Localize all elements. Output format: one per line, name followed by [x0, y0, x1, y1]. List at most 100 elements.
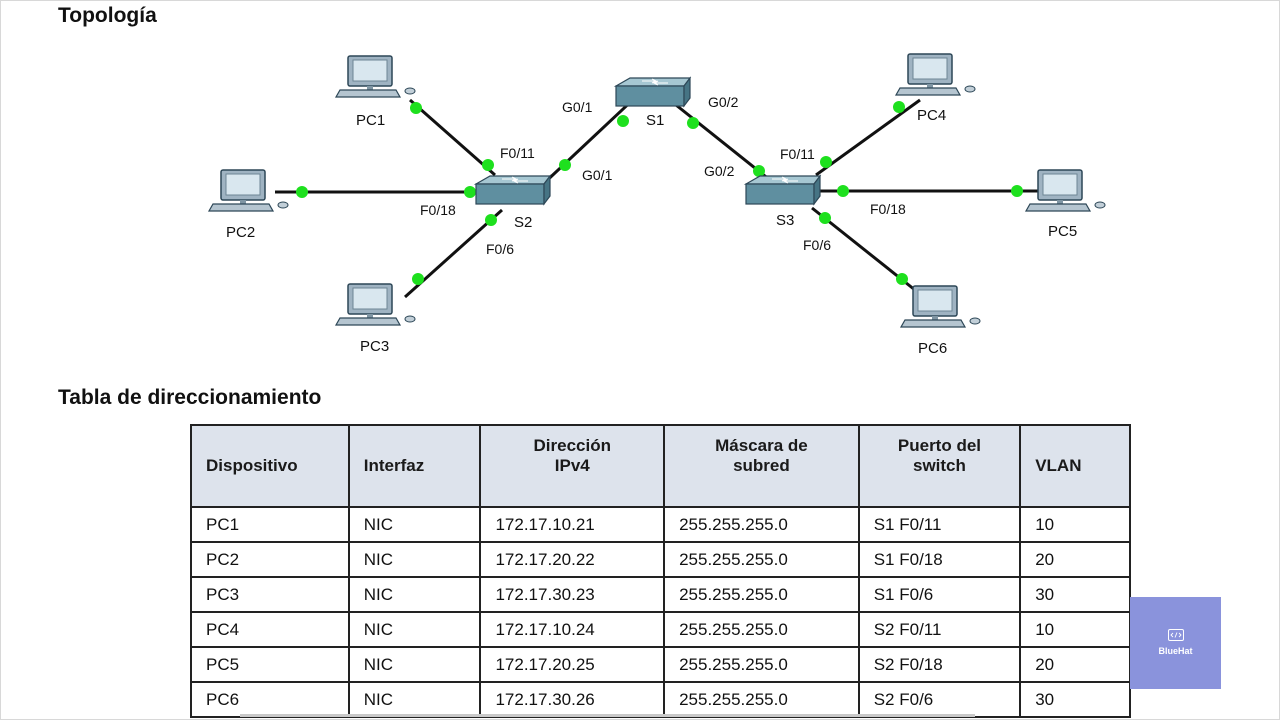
cell-ipv4: 172.17.20.22 — [479, 541, 666, 578]
link-pc1-s2 — [409, 98, 496, 177]
cell-vlan: 10 — [1019, 506, 1131, 543]
link-status-dots — [296, 101, 1023, 285]
status-dot — [617, 115, 629, 127]
cell-ipv4: 172.17.10.24 — [479, 611, 666, 648]
cell-mask: 255.255.255.0 — [663, 506, 860, 543]
cell-mask: 255.255.255.0 — [663, 611, 860, 648]
cell-interface: NIC — [347, 681, 482, 718]
status-dot — [1011, 185, 1023, 197]
status-dot — [482, 159, 494, 171]
label-pc6: PC6 — [918, 340, 947, 357]
status-dot — [485, 214, 497, 226]
port-label-s3-f018: F0/18 — [870, 201, 906, 217]
label-pc4: PC4 — [917, 107, 946, 124]
port-label-s2-f06: F0/6 — [486, 241, 514, 257]
cell-mask: 255.255.255.0 — [663, 681, 860, 718]
pc5-icon[interactable] — [1025, 169, 1106, 212]
footer-divider — [240, 714, 975, 717]
cell-vlan: 30 — [1019, 681, 1131, 718]
cell-interface: NIC — [347, 576, 482, 613]
status-dot — [753, 165, 765, 177]
header-mask-line1: Máscara de — [715, 436, 808, 455]
status-dot — [559, 159, 571, 171]
port-label-s3-f011: F0/11 — [780, 146, 815, 162]
port-label-s1-g01: G0/1 — [562, 99, 593, 115]
status-dot — [819, 212, 831, 224]
topology-title: Topología — [58, 4, 157, 27]
cell-interface: NIC — [347, 646, 482, 683]
pc1-icon[interactable] — [335, 55, 416, 98]
cell-port: S1 F0/6 — [857, 576, 1022, 613]
code-window-icon — [1167, 629, 1184, 641]
cell-vlan: 30 — [1019, 576, 1131, 613]
table-row: PC1 NIC 172.17.10.21 255.255.255.0 S1 F0… — [190, 506, 1131, 543]
label-pc5: PC5 — [1048, 223, 1077, 240]
header-ipv4-line1: Dirección — [533, 436, 612, 455]
status-dot — [410, 102, 422, 114]
status-dot — [893, 101, 905, 113]
status-dot — [896, 273, 908, 285]
link-pc4-s3 — [815, 98, 921, 177]
switch-s3-icon[interactable] — [745, 175, 821, 205]
port-label-s1-g02: G0/2 — [708, 94, 739, 110]
status-dot — [464, 186, 476, 198]
pc6-icon[interactable] — [900, 285, 981, 328]
switch-s1-icon[interactable] — [615, 77, 691, 107]
watermark-label: BlueHat — [1158, 646, 1193, 656]
cell-vlan: 20 — [1019, 541, 1131, 578]
cell-device: PC1 — [190, 506, 350, 543]
status-dot — [837, 185, 849, 197]
cell-ipv4: 172.17.20.25 — [479, 646, 666, 683]
table-row: PC3 NIC 172.17.30.23 255.255.255.0 S1 F0… — [190, 576, 1131, 613]
header-mask-line2: subred — [733, 456, 790, 475]
port-label-s2-g01: G0/1 — [582, 167, 613, 183]
cell-vlan: 20 — [1019, 646, 1131, 683]
bluehat-watermark: BlueHat — [1130, 597, 1221, 689]
cell-interface: NIC — [347, 611, 482, 648]
cell-port: S1 F0/18 — [857, 541, 1022, 578]
header-device: Dispositivo — [190, 424, 350, 508]
link-s1-s2 — [538, 93, 640, 189]
cell-vlan: 10 — [1019, 611, 1131, 648]
label-s3: S3 — [776, 212, 794, 229]
pc4-icon[interactable] — [895, 53, 976, 96]
table-row: PC6 NIC 172.17.30.26 255.255.255.0 S2 F0… — [190, 681, 1131, 718]
port-label-s2-f018: F0/18 — [420, 202, 456, 218]
status-dot — [412, 273, 424, 285]
cell-interface: NIC — [347, 506, 482, 543]
cell-port: S2 F0/6 — [857, 681, 1022, 718]
status-dot — [296, 186, 308, 198]
switch-s2-icon[interactable] — [475, 175, 551, 205]
cell-ipv4: 172.17.30.26 — [479, 681, 666, 718]
header-port-line1: Puerto del — [897, 436, 982, 455]
status-dot — [687, 117, 699, 129]
cell-ipv4: 172.17.10.21 — [479, 506, 666, 543]
pc3-icon[interactable] — [335, 283, 416, 326]
cell-mask: 255.255.255.0 — [663, 576, 860, 613]
port-label-s3-g02: G0/2 — [704, 163, 735, 179]
label-pc3: PC3 — [360, 338, 389, 355]
label-pc1: PC1 — [356, 112, 385, 129]
table-row: PC5 NIC 172.17.20.25 255.255.255.0 S2 F0… — [190, 646, 1131, 683]
port-label-s2-f011: F0/11 — [500, 145, 535, 161]
topology-diagram: S1 S2 S3 PC1 PC2 PC3 PC4 PC5 PC6 G0/1 G0… — [208, 53, 1106, 357]
cell-mask: 255.255.255.0 — [663, 646, 860, 683]
port-label-s3-f06: F0/6 — [803, 237, 831, 253]
cell-port: S1 F0/11 — [857, 506, 1022, 543]
cell-interface: NIC — [347, 541, 482, 578]
table-row: PC2 NIC 172.17.20.22 255.255.255.0 S1 F0… — [190, 541, 1131, 578]
label-s2: S2 — [514, 214, 532, 231]
cell-ipv4: 172.17.30.23 — [479, 576, 666, 613]
addressing-table-title: Tabla de direccionamiento — [58, 386, 322, 409]
status-dot — [820, 156, 832, 168]
cell-device: PC4 — [190, 611, 350, 648]
cell-device: PC2 — [190, 541, 350, 578]
label-s1: S1 — [646, 112, 664, 129]
cell-mask: 255.255.255.0 — [663, 541, 860, 578]
cell-port: S2 F0/11 — [857, 611, 1022, 648]
